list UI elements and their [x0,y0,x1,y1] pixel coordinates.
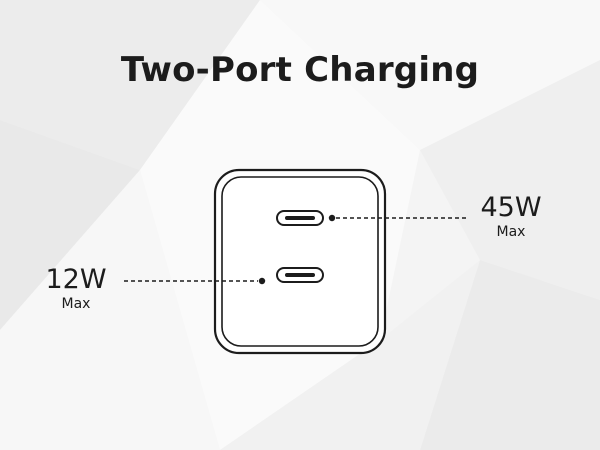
port-bottom-wattage: 12W [45,264,107,295]
usb-c-port-icon [276,210,324,226]
port-top-label: 45W Max [472,192,550,241]
leader-line-bottom [124,277,266,285]
port-top-wattage: 45W [480,192,542,223]
port-top-qualifier: Max [496,224,526,240]
charger-body-inner [221,176,379,347]
usb-c-port-icon [276,267,324,283]
port-bottom-label: 12W Max [38,264,114,313]
page-title: Two-Port Charging [120,50,480,90]
port-bottom-qualifier: Max [61,296,91,312]
leader-line-top [328,214,466,222]
